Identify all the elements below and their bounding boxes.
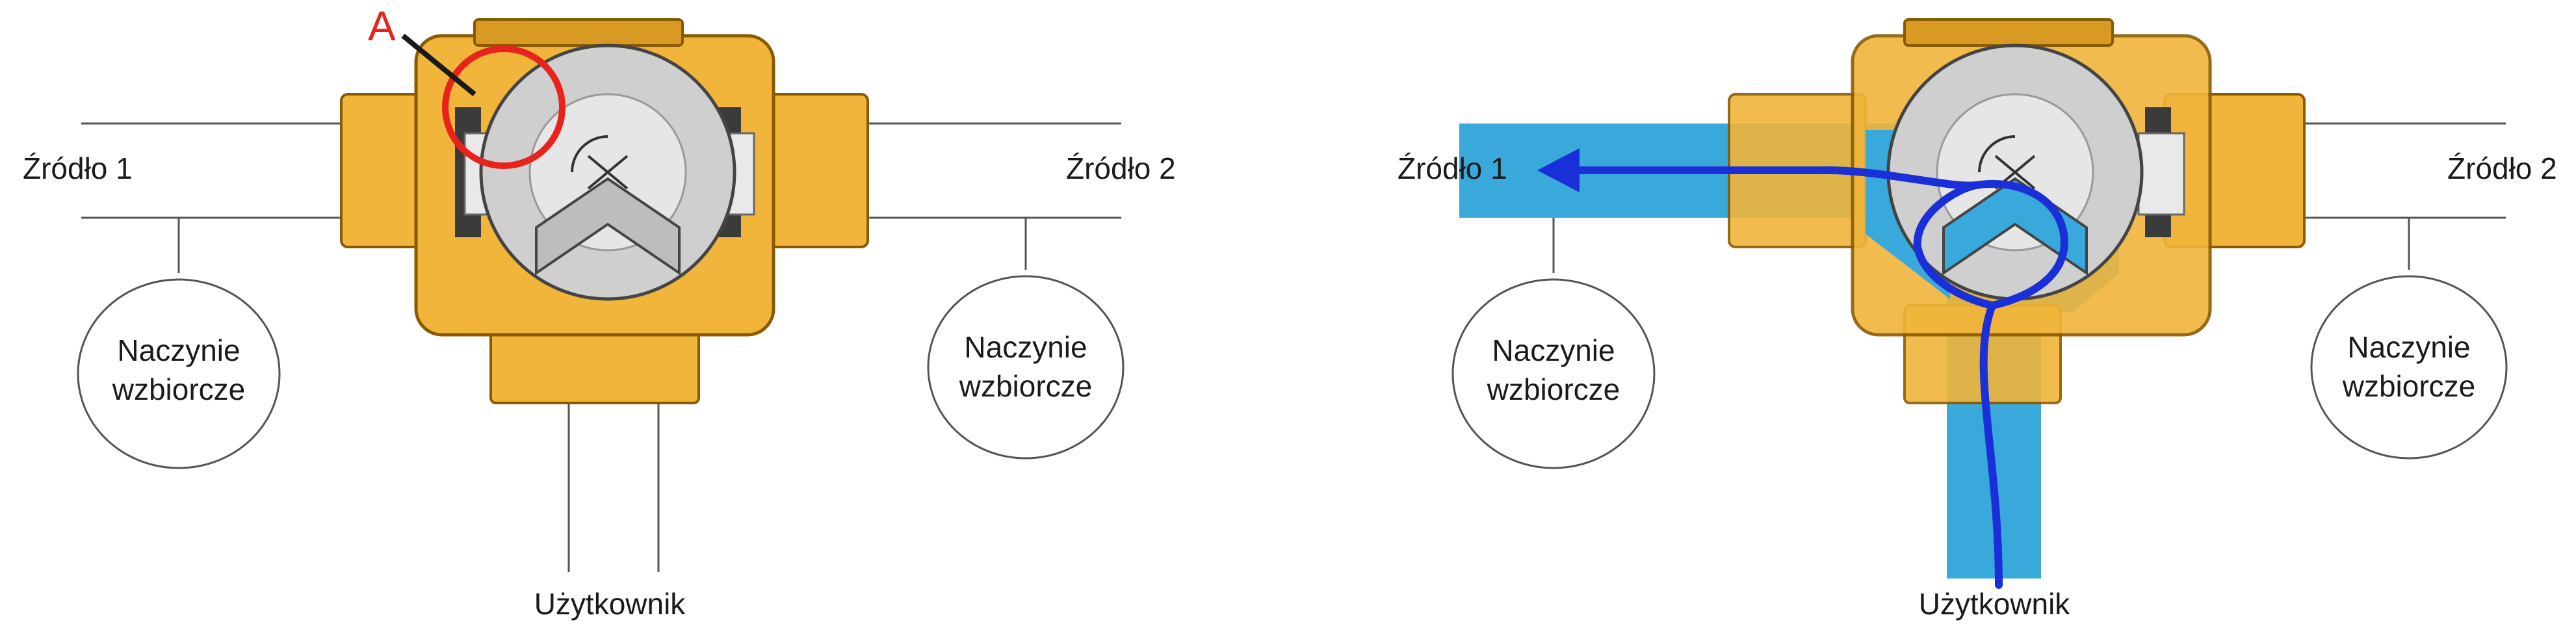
left-source-2-label: Źródło 2 [1066, 151, 1176, 185]
right-valve [1728, 18, 2306, 404]
marker-a-label: A [368, 3, 396, 49]
left-panel: A Naczynie wzbiorcze Naczynie wzbiorcze … [23, 3, 1176, 621]
right-user-label: Użytkownik [1919, 587, 2071, 621]
svg-text:Naczynie: Naczynie [964, 330, 1087, 364]
marker-a: A [368, 3, 566, 169]
right-source-1-label: Źródło 1 [1398, 151, 1507, 185]
right-vessel-2: Naczynie wzbiorcze [2310, 275, 2508, 460]
svg-text:Naczynie: Naczynie [2347, 330, 2470, 364]
left-pipe-lines [81, 122, 1121, 572]
left-source-1-label: Źródło 1 [23, 151, 133, 185]
flow-path [1543, 166, 2068, 589]
left-user-label: Użytkownik [534, 587, 686, 621]
left-valve [340, 18, 869, 404]
right-source-2-label: Źródło 2 [2447, 151, 2557, 185]
left-vessel-1: Naczynie wzbiorcze [77, 278, 281, 469]
svg-text:wzbiorcze: wzbiorcze [112, 372, 246, 406]
svg-text:wzbiorcze: wzbiorcze [1487, 372, 1620, 406]
svg-text:wzbiorcze: wzbiorcze [959, 369, 1093, 403]
right-vessel-1: Naczynie wzbiorcze [1451, 278, 1656, 469]
svg-text:Naczynie: Naczynie [117, 333, 240, 367]
svg-text:wzbiorcze: wzbiorcze [2342, 369, 2476, 403]
svg-text:Naczynie: Naczynie [1492, 333, 1615, 367]
right-panel: Naczynie wzbiorcze Naczynie wzbiorcze Źr… [1398, 18, 2557, 621]
flow-arrow-icon [1537, 148, 1580, 192]
left-vessel-2: Naczynie wzbiorcze [927, 275, 1125, 460]
